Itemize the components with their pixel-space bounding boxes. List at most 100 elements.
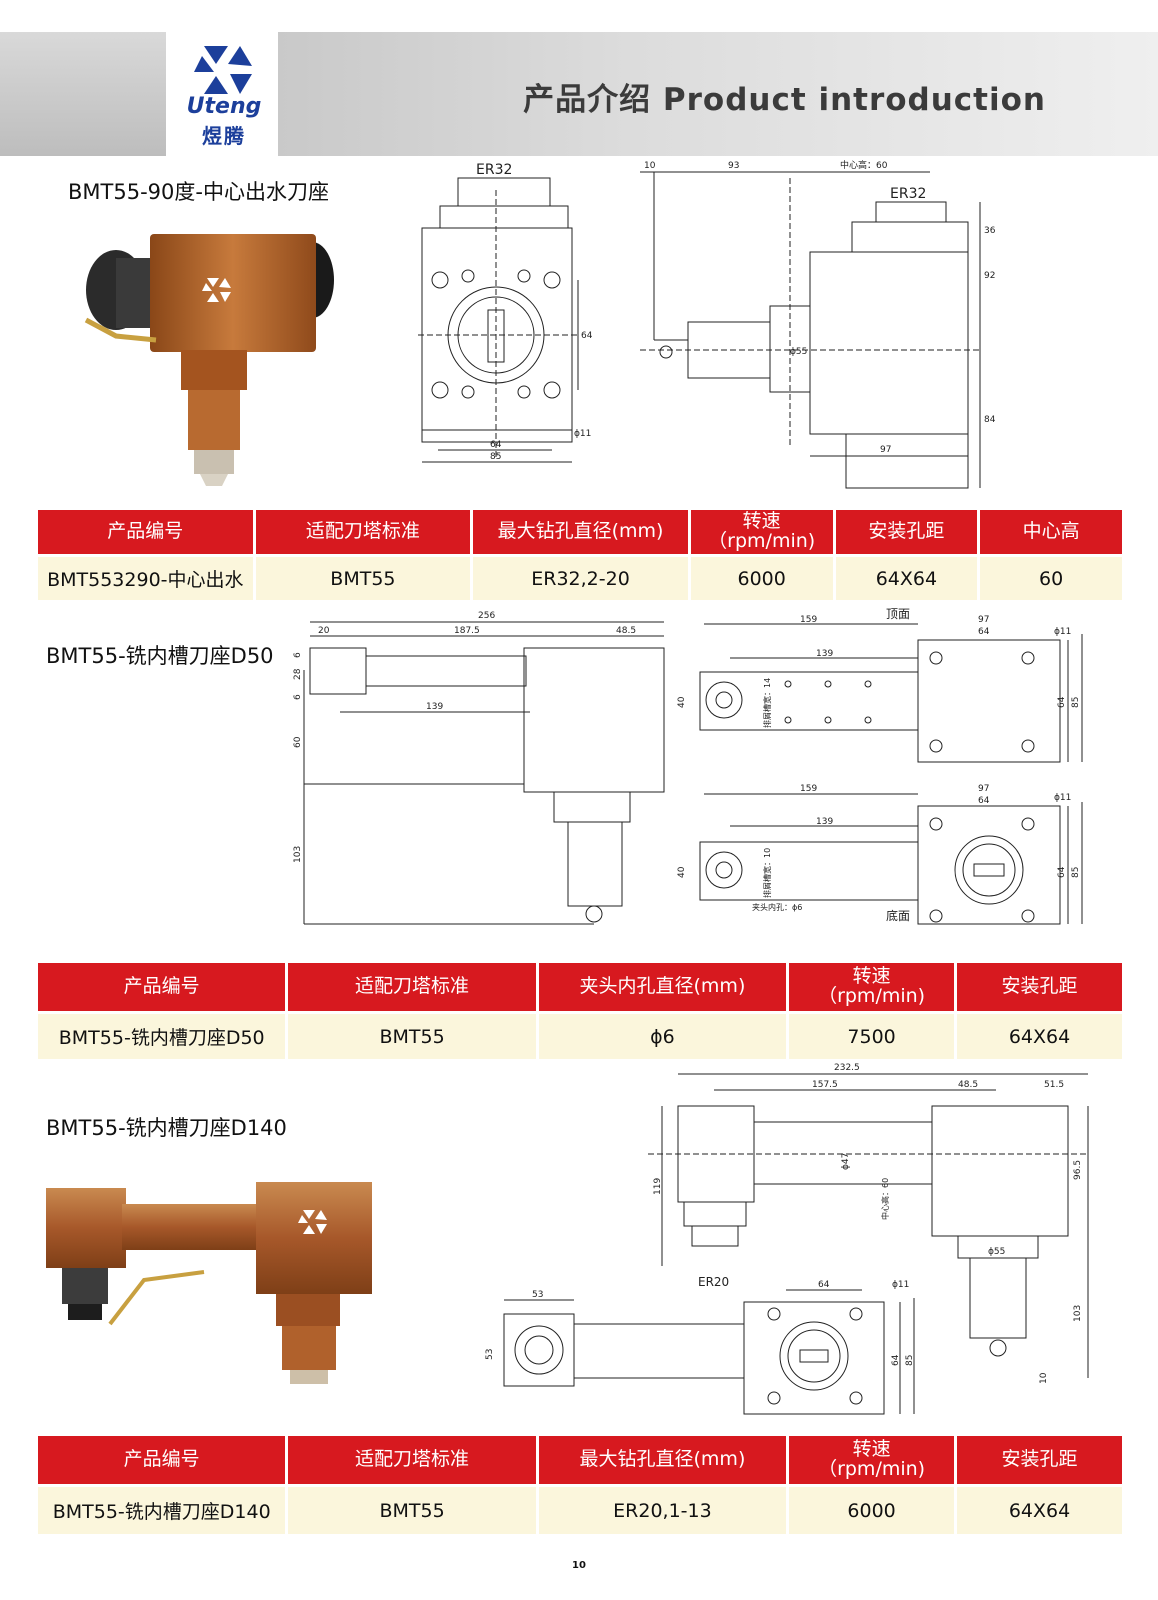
- d1-front-dim-64h: 64: [490, 440, 502, 450]
- logo-panel: [166, 32, 278, 156]
- logo-chinese-name: 煜腾: [202, 124, 246, 148]
- table-2-cell: BMT55: [288, 1011, 536, 1059]
- drawing-2-side-view: 256 20 187.5 48.5 139 6 28 6 60 103: [293, 611, 665, 925]
- d1-side-dim-93: 93: [728, 161, 739, 171]
- table-1-header: 中心高: [980, 510, 1122, 554]
- table-3-header: 转速 （rpm/min): [789, 1436, 955, 1484]
- table-3-cell: BMT55-铣内槽刀座D140: [38, 1484, 286, 1534]
- table-1-cell: BMT553290-中心出水: [38, 554, 253, 600]
- d3-side-dim-119: 119: [653, 1178, 663, 1195]
- d1-front-dim-hole: ϕ11: [574, 429, 591, 439]
- table-3-cell: 64X64: [957, 1484, 1122, 1534]
- table-2-header: 安装孔距: [957, 963, 1122, 1011]
- table-3-header: 最大钻孔直径(mm): [538, 1436, 787, 1484]
- table-1-cell: 6000: [690, 554, 833, 600]
- d3-side-dim-47: ϕ47: [841, 1153, 851, 1170]
- d1-side-dim-10: 10: [644, 161, 656, 171]
- d3-top-dim-53: 53: [532, 1290, 543, 1300]
- d2-bot-dim-hole: ϕ11: [1054, 793, 1071, 803]
- table-1-header: 最大钻孔直径(mm): [473, 510, 688, 554]
- d2-bot-slot-width: 排屑槽宽：10: [762, 848, 772, 898]
- d2-top-dim-hole: ϕ11: [1054, 627, 1071, 637]
- d2-side-dim-6b: 6: [293, 694, 303, 700]
- table-2-header: 产品编号: [38, 963, 286, 1011]
- d1-front-dim-64v: 64: [581, 331, 593, 341]
- d1-side-dim-97: 97: [880, 445, 891, 455]
- d1-side-dim-36: 36: [984, 226, 996, 236]
- d2-top-label-face: 顶面: [886, 607, 910, 621]
- table-2-header: 适配刀塔标准: [288, 963, 536, 1011]
- table-3-cell: 6000: [789, 1484, 955, 1534]
- table-3-cell: ER20,1-13: [538, 1484, 787, 1534]
- d2-side-dim-256: 256: [478, 611, 495, 621]
- table-1-header: 产品编号: [38, 510, 253, 554]
- d3-side-dim-103: 103: [1073, 1305, 1083, 1322]
- logo-wordmark: Uteng: [186, 94, 262, 119]
- d1-front-dim-85: 85: [490, 452, 501, 462]
- section-1-title: BMT55-90度-中心出水刀座: [68, 180, 329, 204]
- d1-front-label-er: ER32: [476, 162, 512, 178]
- table-1-cell: BMT55: [255, 554, 471, 600]
- d2-bot-dim-64v: 64: [1057, 866, 1067, 878]
- d2-bot-dim-159: 159: [800, 784, 817, 794]
- d1-side-dim-84: 84: [984, 415, 996, 425]
- product-photo-3: [46, 1182, 372, 1384]
- table-2-cell: BMT55-铣内槽刀座D50: [38, 1011, 286, 1059]
- d2-top-dim-64: 64: [978, 627, 990, 637]
- table-2-header: 转速 （rpm/min): [789, 963, 955, 1011]
- d2-side-dim-60: 60: [293, 736, 303, 748]
- d2-bot-dim-139: 139: [816, 817, 833, 827]
- table-1-cell: 60: [980, 554, 1122, 600]
- page-title: 产品介绍 Product introduction: [523, 82, 1046, 118]
- uteng-logo-icon: [194, 46, 252, 94]
- d3-top-dim-64: 64: [818, 1280, 830, 1290]
- drawing-2-top-view: 159 顶面 97 64 ϕ11 139 40 排屑槽宽：14 64 85: [677, 607, 1083, 763]
- d3-top-dim-53v: 53: [485, 1349, 495, 1360]
- d2-side-dim-48: 48.5: [616, 626, 636, 636]
- d2-side-dim-20: 20: [318, 626, 330, 636]
- d2-bot-collet-bore: 夹头内孔：ϕ6: [752, 902, 802, 912]
- spec-table-2: 产品编号 适配刀塔标准 夹头内孔直径(mm) 转速 （rpm/min) 安装孔距…: [35, 963, 1125, 1059]
- table-1-cell: 64X64: [835, 554, 978, 600]
- d2-bot-dim-40: 40: [677, 866, 687, 878]
- d3-side-dim-48: 48.5: [958, 1080, 978, 1090]
- d3-side-dim-51: 51.5: [1044, 1080, 1064, 1090]
- d2-top-dim-139: 139: [816, 649, 833, 659]
- d2-top-dim-85: 85: [1071, 697, 1081, 708]
- header-band-left: [0, 32, 166, 156]
- table-1-cell: ER32,2-20: [473, 554, 688, 600]
- table-2-cell: 7500: [789, 1011, 955, 1059]
- d2-bot-dim-85: 85: [1071, 867, 1081, 878]
- d2-top-slot-width: 排屑槽宽：14: [762, 678, 772, 728]
- d3-top-dim-64v: 64: [891, 1354, 901, 1366]
- table-2-cell: ϕ6: [538, 1011, 787, 1059]
- drawing-1-side-view: 10 93 中心高：60 ER32 36 92 ϕ55 84 97: [640, 159, 996, 489]
- d3-side-dim-232: 232.5: [834, 1063, 860, 1073]
- d3-side-center-height: 中心高：60: [880, 1178, 890, 1220]
- table-3-cell: BMT55: [288, 1484, 536, 1534]
- spec-table-3: 产品编号 适配刀塔标准 最大钻孔直径(mm) 转速 （rpm/min) 安装孔距…: [35, 1436, 1125, 1534]
- d2-side-dim-187: 187.5: [454, 626, 480, 636]
- table-3-header: 产品编号: [38, 1436, 286, 1484]
- d3-top-dim-85: 85: [905, 1355, 915, 1366]
- d2-bot-dim-64: 64: [978, 796, 990, 806]
- section-3-title: BMT55-铣内槽刀座D140: [46, 1116, 287, 1140]
- d3-side-dim-96: 96.5: [1073, 1160, 1083, 1180]
- d2-bot-label-face: 底面: [886, 908, 910, 923]
- section-2-title: BMT55-铣内槽刀座D50: [46, 644, 274, 668]
- drawing-3-side-view: 232.5 157.5 48.5 51.5 ER20 119 ϕ47 中心高：6…: [648, 1063, 1089, 1384]
- d2-side-dim-139: 139: [426, 702, 443, 712]
- d2-side-dim-6a: 6: [293, 652, 303, 658]
- d2-side-dim-28: 28: [293, 668, 303, 680]
- d2-top-dim-97: 97: [978, 615, 989, 625]
- d3-side-label-er: ER20: [698, 1275, 729, 1289]
- d2-bot-dim-97: 97: [978, 784, 989, 794]
- d2-side-dim-103: 103: [293, 846, 303, 863]
- drawing-2-bottom-view: 159 97 64 ϕ11 139 40 排屑槽宽：10 夹头内孔：ϕ6 底面 …: [677, 784, 1083, 925]
- drawing-3-top-view: 53 64 ϕ11 53 64 85: [485, 1280, 915, 1415]
- table-1-header: 适配刀塔标准: [255, 510, 471, 554]
- d3-side-dim-55: ϕ55: [988, 1247, 1005, 1257]
- spec-table-1: 产品编号 适配刀塔标准 最大钻孔直径(mm) 转速 （rpm/min) 安装孔距…: [35, 510, 1125, 600]
- d1-side-label-er: ER32: [890, 186, 926, 202]
- d1-side-dim-center: 中心高：60: [840, 159, 888, 171]
